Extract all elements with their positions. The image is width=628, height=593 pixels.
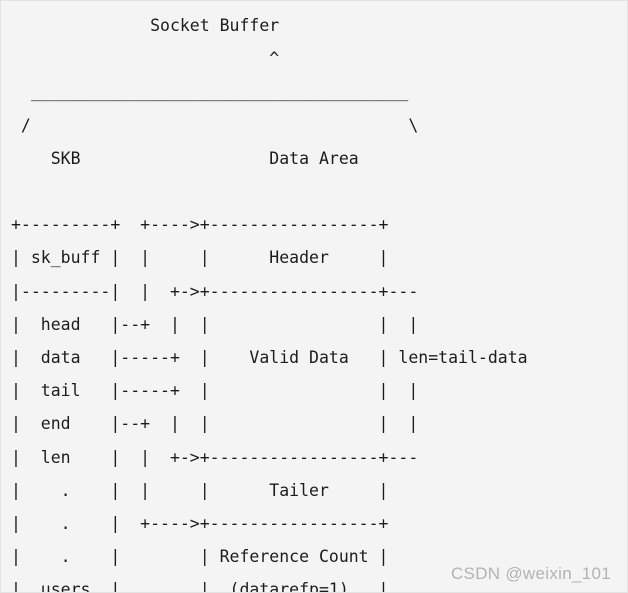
socket-buffer-ascii-diagram: Socket Buffer ^ ________________________… xyxy=(11,16,528,593)
csdn-watermark: CSDN @weixin_101 xyxy=(450,564,611,583)
